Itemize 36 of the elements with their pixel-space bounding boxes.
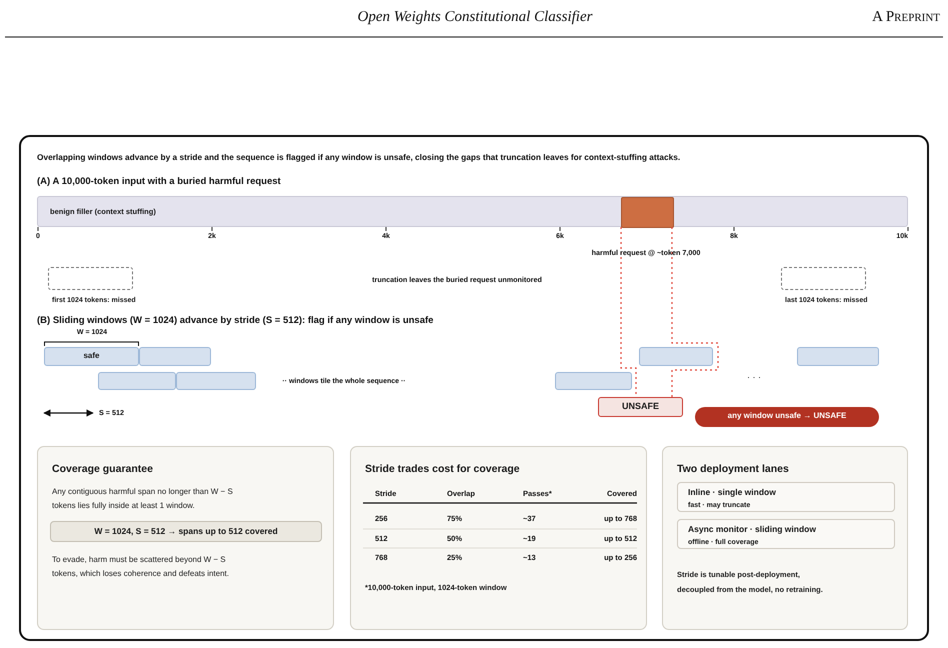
window-box <box>797 347 879 366</box>
card-heading: Two deployment lanes <box>677 463 790 476</box>
window-box <box>176 372 256 390</box>
formula-box <box>50 521 322 542</box>
figure-lead: Overlapping windows advance by a stride and the sequence is flagged if any window is unsafe, closing the gaps that truncation leaves for context-stuffing attacks. <box>37 153 680 163</box>
running-header: A Preprint <box>871 8 940 26</box>
window-box <box>44 347 139 366</box>
card-panel <box>662 446 908 630</box>
node-label: UNSAFE <box>620 401 660 412</box>
card-heading: Coverage guarantee <box>52 463 154 476</box>
dotted-guide-line <box>620 227 637 397</box>
node-label: Inline · single window <box>688 487 777 498</box>
ellipsis: · · · <box>747 372 761 383</box>
lane-box <box>677 482 895 512</box>
verdict-label: any window unsafe → UNSAFE <box>726 410 848 420</box>
card-panel <box>350 446 647 630</box>
card-panel <box>37 446 334 630</box>
window-box <box>98 372 176 390</box>
window-box <box>555 372 632 390</box>
dotted-guide-line <box>671 227 719 397</box>
running-header: Open Weights Constitutional Classifier <box>358 8 592 26</box>
card-text: Any contiguous harmful span no longer than W − S tokens lies fully inside at least 1 window. <box>52 486 234 512</box>
unsafe-box <box>598 397 683 417</box>
panel-heading: (A) A 10,000-token input with a buried harmful request <box>37 176 281 188</box>
sequence-bar <box>37 196 908 227</box>
window-box <box>639 347 713 366</box>
panel-heading: (B) Sliding windows (W = 1024) advance by stride (S = 512): flag if any window is unsafe <box>37 315 434 326</box>
node-label: Async monitor · sliding window <box>688 524 817 534</box>
card-text: To evade, harm must be scattered beyond W − S tokens, which loses coherence and defeats intent. <box>52 554 230 580</box>
card-heading: Stride trades cost for coverage <box>365 463 521 476</box>
window-box <box>139 347 211 366</box>
verdict-pill <box>695 407 879 427</box>
node-label: W = 1024, S = 512 → spans up to 512 covered <box>93 526 279 536</box>
harmful-segment <box>621 197 674 228</box>
lane-box <box>677 519 895 549</box>
node-label: safe <box>82 351 100 360</box>
